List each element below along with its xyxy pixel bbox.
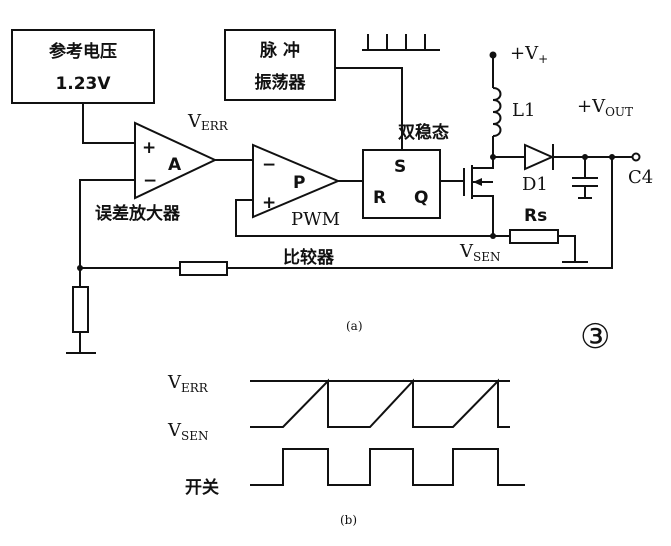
circled-number: ③	[580, 317, 610, 357]
supply-terminal	[489, 51, 497, 59]
mosfet-drain	[472, 157, 494, 169]
wave-vsen-sawtooth	[250, 378, 510, 428]
caption-b: (b)	[340, 513, 357, 527]
sense-resistor	[509, 229, 559, 244]
comparator-label: 比较器	[283, 247, 335, 268]
vsen-label: VSEN	[459, 241, 500, 264]
wire-feedback-to-amp	[79, 179, 135, 268]
supply-label: +V+	[510, 43, 548, 66]
verr-label: VERR	[187, 111, 229, 133]
wire-rs-ground	[558, 235, 576, 262]
reference-voltage-block	[11, 29, 155, 104]
junction-output-feedback	[609, 154, 615, 160]
pulse-train-symbol	[362, 34, 440, 51]
junction-source	[490, 233, 496, 239]
l1-label: L1	[512, 100, 535, 121]
diode-d1	[524, 143, 555, 171]
flip-flop-q: Q	[414, 188, 428, 208]
caption-a: (a)	[346, 319, 363, 333]
lower-resistor	[72, 286, 89, 333]
pulse-oscillator-block	[224, 29, 336, 101]
wire-cap-bottom	[578, 186, 592, 199]
comparator-letter: P	[293, 173, 305, 193]
wave-switch-pulse	[250, 448, 525, 486]
pulse-oscillator-label-2: 振荡器	[255, 72, 307, 93]
pwm-comparator-triangle	[252, 143, 341, 219]
wave-switch-label: 开关	[185, 477, 219, 498]
inductor-l1	[492, 87, 502, 137]
bistable-label: 双稳态	[398, 122, 449, 143]
error-amplifier-plus: +	[142, 138, 156, 158]
wave-vsen-label: VSEN	[167, 420, 208, 443]
reference-voltage-value: 1.23V	[55, 74, 111, 94]
pwm-label: PWM	[291, 209, 340, 230]
error-amplifier-label: 误差放大器	[95, 203, 181, 224]
mosfet-source	[472, 195, 494, 236]
comparator-plus: +	[262, 193, 276, 213]
output-terminal	[631, 152, 641, 162]
c4-label: C4	[628, 167, 653, 188]
wire-osc-to-ff	[335, 67, 403, 150]
error-amplifier-triangle	[134, 121, 218, 200]
feedback-resistor	[179, 261, 228, 276]
wire-ref-to-amp	[82, 103, 135, 144]
error-amplifier-letter: A	[168, 155, 182, 175]
d1-label: D1	[522, 174, 548, 195]
wave-verr-label: VERR	[167, 372, 209, 395]
flip-flop-s: S	[394, 157, 406, 177]
error-amplifier-minus: −	[143, 171, 157, 191]
rs-label: Rs	[524, 206, 547, 226]
pulse-oscillator-label-1: 脉 冲	[259, 40, 300, 61]
flip-flop-r: R	[373, 188, 386, 208]
comparator-minus: −	[262, 155, 276, 175]
wire-vsen-to-comparator	[235, 199, 515, 237]
vout-label: +VOUT	[577, 96, 633, 119]
reference-voltage-label: 参考电压	[49, 41, 117, 62]
wire-output-feedback-2	[227, 155, 613, 269]
